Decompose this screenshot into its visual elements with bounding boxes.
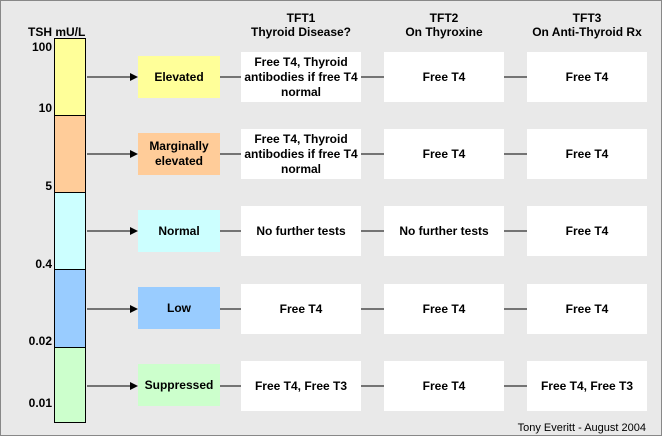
level-box-elevated: Elevated xyxy=(138,56,220,98)
level-box-marginally-elevated: Marginally elevated xyxy=(138,133,220,175)
scale-band-suppressed xyxy=(54,347,86,423)
column-header-tft3: TFT3 On Anti-Thyroid Rx xyxy=(517,11,657,39)
level-box-normal: Normal xyxy=(138,210,220,252)
tft1-cell-suppressed: Free T4, Free T3 xyxy=(241,361,361,411)
column-header-tft3-title: TFT3 xyxy=(572,11,602,25)
tick-label-100: 100 xyxy=(31,40,52,54)
scale-band-elevated xyxy=(54,38,86,116)
column-header-tft2-subtitle: On Thyroxine xyxy=(405,25,483,39)
level-box-low: Low xyxy=(138,287,220,329)
author-credit: Tony Everitt - August 2004 xyxy=(517,422,646,434)
tft2-cell-elevated: Free T4 xyxy=(384,52,504,102)
tick-label-0-4: 0.4 xyxy=(35,257,52,271)
tft2-cell-suppressed: Free T4 xyxy=(384,361,504,411)
level-box-suppressed: Suppressed xyxy=(138,364,220,406)
scale-band-low xyxy=(54,269,86,348)
tft3-cell-normal: Free T4 xyxy=(527,206,647,256)
tft2-cell-marginally-elevated: Free T4 xyxy=(384,129,504,179)
tft3-cell-elevated: Free T4 xyxy=(527,52,647,102)
column-header-tft1: TFT1 Thyroid Disease? xyxy=(231,11,371,39)
column-header-tft1-title: TFT1 xyxy=(286,11,316,25)
tft2-cell-normal: No further tests xyxy=(384,206,504,256)
tft3-cell-suppressed: Free T4, Free T3 xyxy=(527,361,647,411)
tick-label-0-01: 0.01 xyxy=(28,396,52,410)
tick-label-5: 5 xyxy=(45,179,52,193)
column-header-tft2: TFT2 On Thyroxine xyxy=(374,11,514,39)
scale-band-normal xyxy=(54,192,86,270)
column-header-tft1-subtitle: Thyroid Disease? xyxy=(250,25,352,39)
tft2-cell-low: Free T4 xyxy=(384,284,504,334)
tft1-cell-marginally-elevated: Free T4, Thyroid antibodies if free T4 n… xyxy=(241,129,361,179)
axis-title: TSH mU/L xyxy=(28,25,86,39)
scale-band-marginally-elevated xyxy=(54,115,86,193)
column-header-tft3-subtitle: On Anti-Thyroid Rx xyxy=(532,25,642,39)
tick-label-10: 10 xyxy=(38,101,52,115)
tft1-cell-elevated: Free T4, Thyroid antibodies if free T4 n… xyxy=(241,52,361,102)
arrow-group xyxy=(87,73,138,390)
tick-label-0-02: 0.02 xyxy=(28,334,52,348)
tft3-cell-low: Free T4 xyxy=(527,284,647,334)
link-line-group xyxy=(220,76,527,387)
column-header-tft2-title: TFT2 xyxy=(429,11,459,25)
tft1-cell-normal: No further tests xyxy=(241,206,361,256)
tft3-cell-marginally-elevated: Free T4 xyxy=(527,129,647,179)
tft1-cell-low: Free T4 xyxy=(241,284,361,334)
